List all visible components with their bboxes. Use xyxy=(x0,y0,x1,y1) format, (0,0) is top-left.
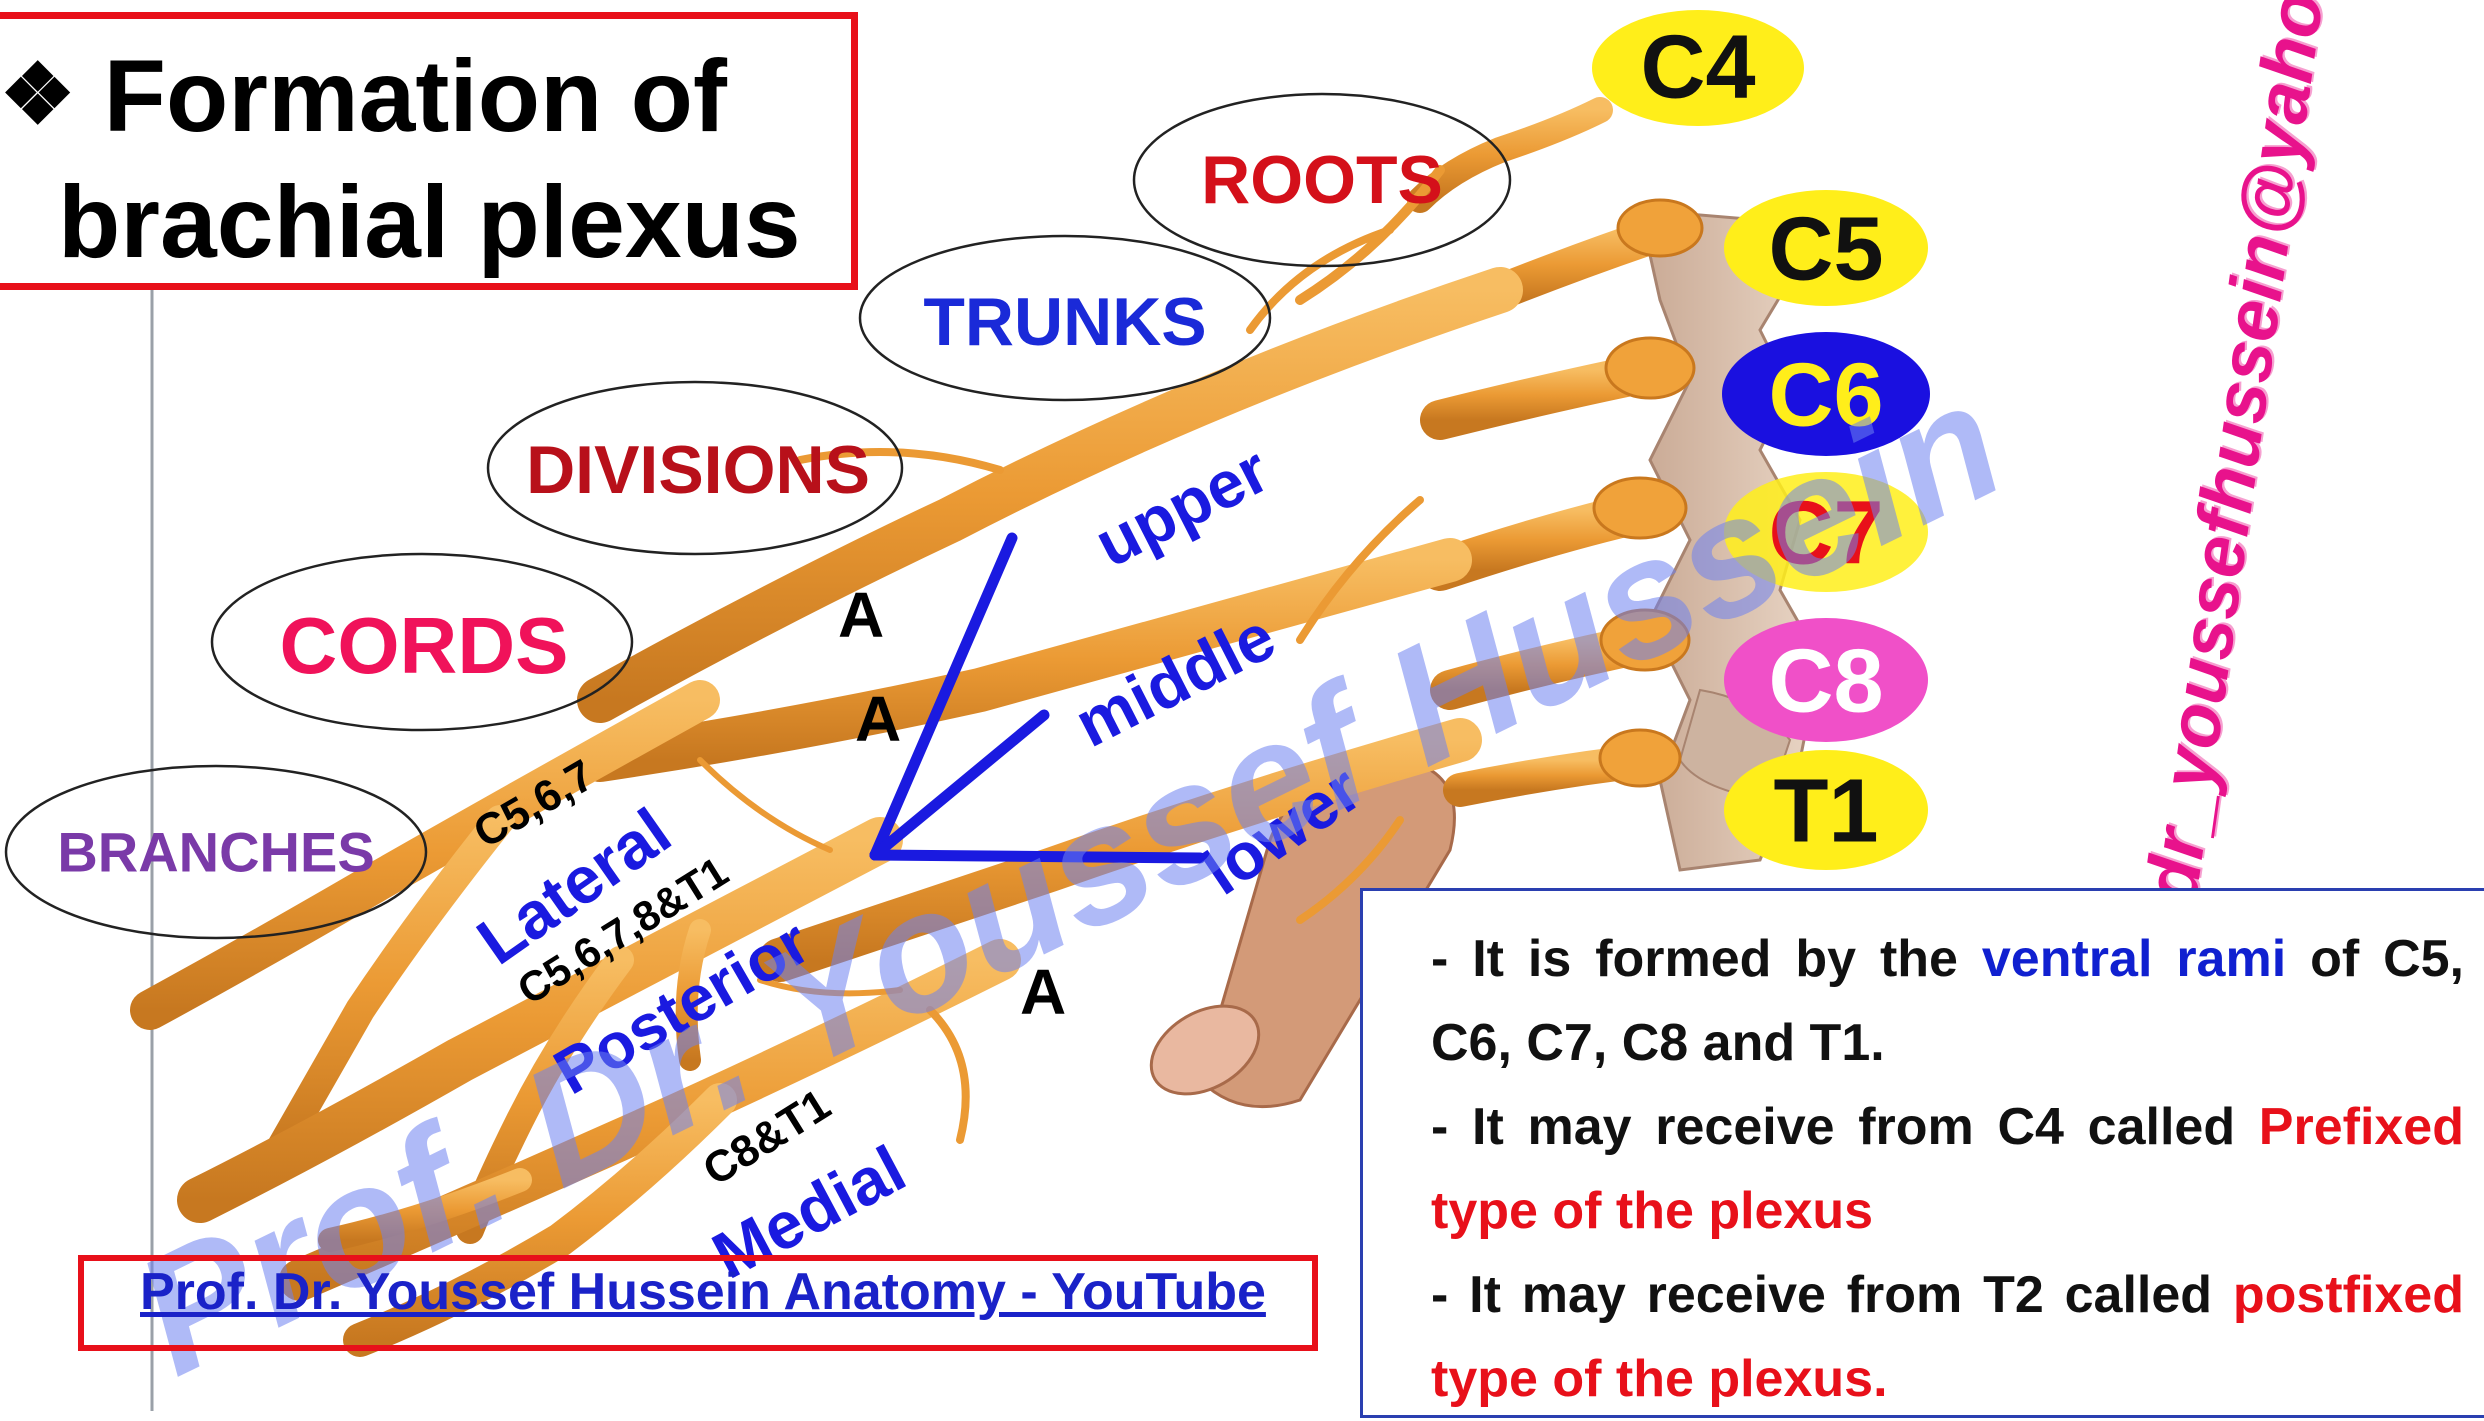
title-text-1: Formation of xyxy=(104,39,727,153)
info-p3-text: - It may receive from T2 called xyxy=(1431,1266,2233,1324)
info-paragraph-1: - It is formed by the ventral rami of C5… xyxy=(1431,917,2464,1085)
t1-label: T1 xyxy=(1773,761,1878,864)
title-line-1: ❖ Formation of xyxy=(0,38,727,155)
cords-label: CORDS xyxy=(280,600,569,692)
c8-label: C8 xyxy=(1768,631,1883,734)
branches-label: BRANCHES xyxy=(57,820,374,885)
title-line-2: brachial plexus xyxy=(58,164,801,281)
divisions-label: DIVISIONS xyxy=(526,431,870,509)
ventral-rami-highlight: ventral rami xyxy=(1982,930,2286,988)
anterior-mark-1: A xyxy=(838,578,884,652)
trunks-label: TRUNKS xyxy=(923,283,1206,361)
youtube-channel-link[interactable]: Prof. Dr. Youssef Hussein Anatomy - YouT… xyxy=(140,1262,1266,1322)
info-p2-text: - It may receive from C4 called xyxy=(1431,1098,2259,1156)
c5-label: C5 xyxy=(1768,199,1883,302)
info-box: - It is formed by the ventral rami of C5… xyxy=(1360,888,2484,1418)
c4-label: C4 xyxy=(1640,17,1755,120)
info-paragraph-3: - It may receive from T2 called postfixe… xyxy=(1431,1253,2464,1421)
anterior-mark-2: A xyxy=(855,682,901,756)
info-p1-text: - It is formed by the xyxy=(1431,930,1982,988)
roots-label: ROOTS xyxy=(1201,141,1443,219)
diamond-bullet-icon: ❖ xyxy=(0,47,75,141)
info-paragraph-2: - It may receive from C4 called Prefixed… xyxy=(1431,1085,2464,1253)
